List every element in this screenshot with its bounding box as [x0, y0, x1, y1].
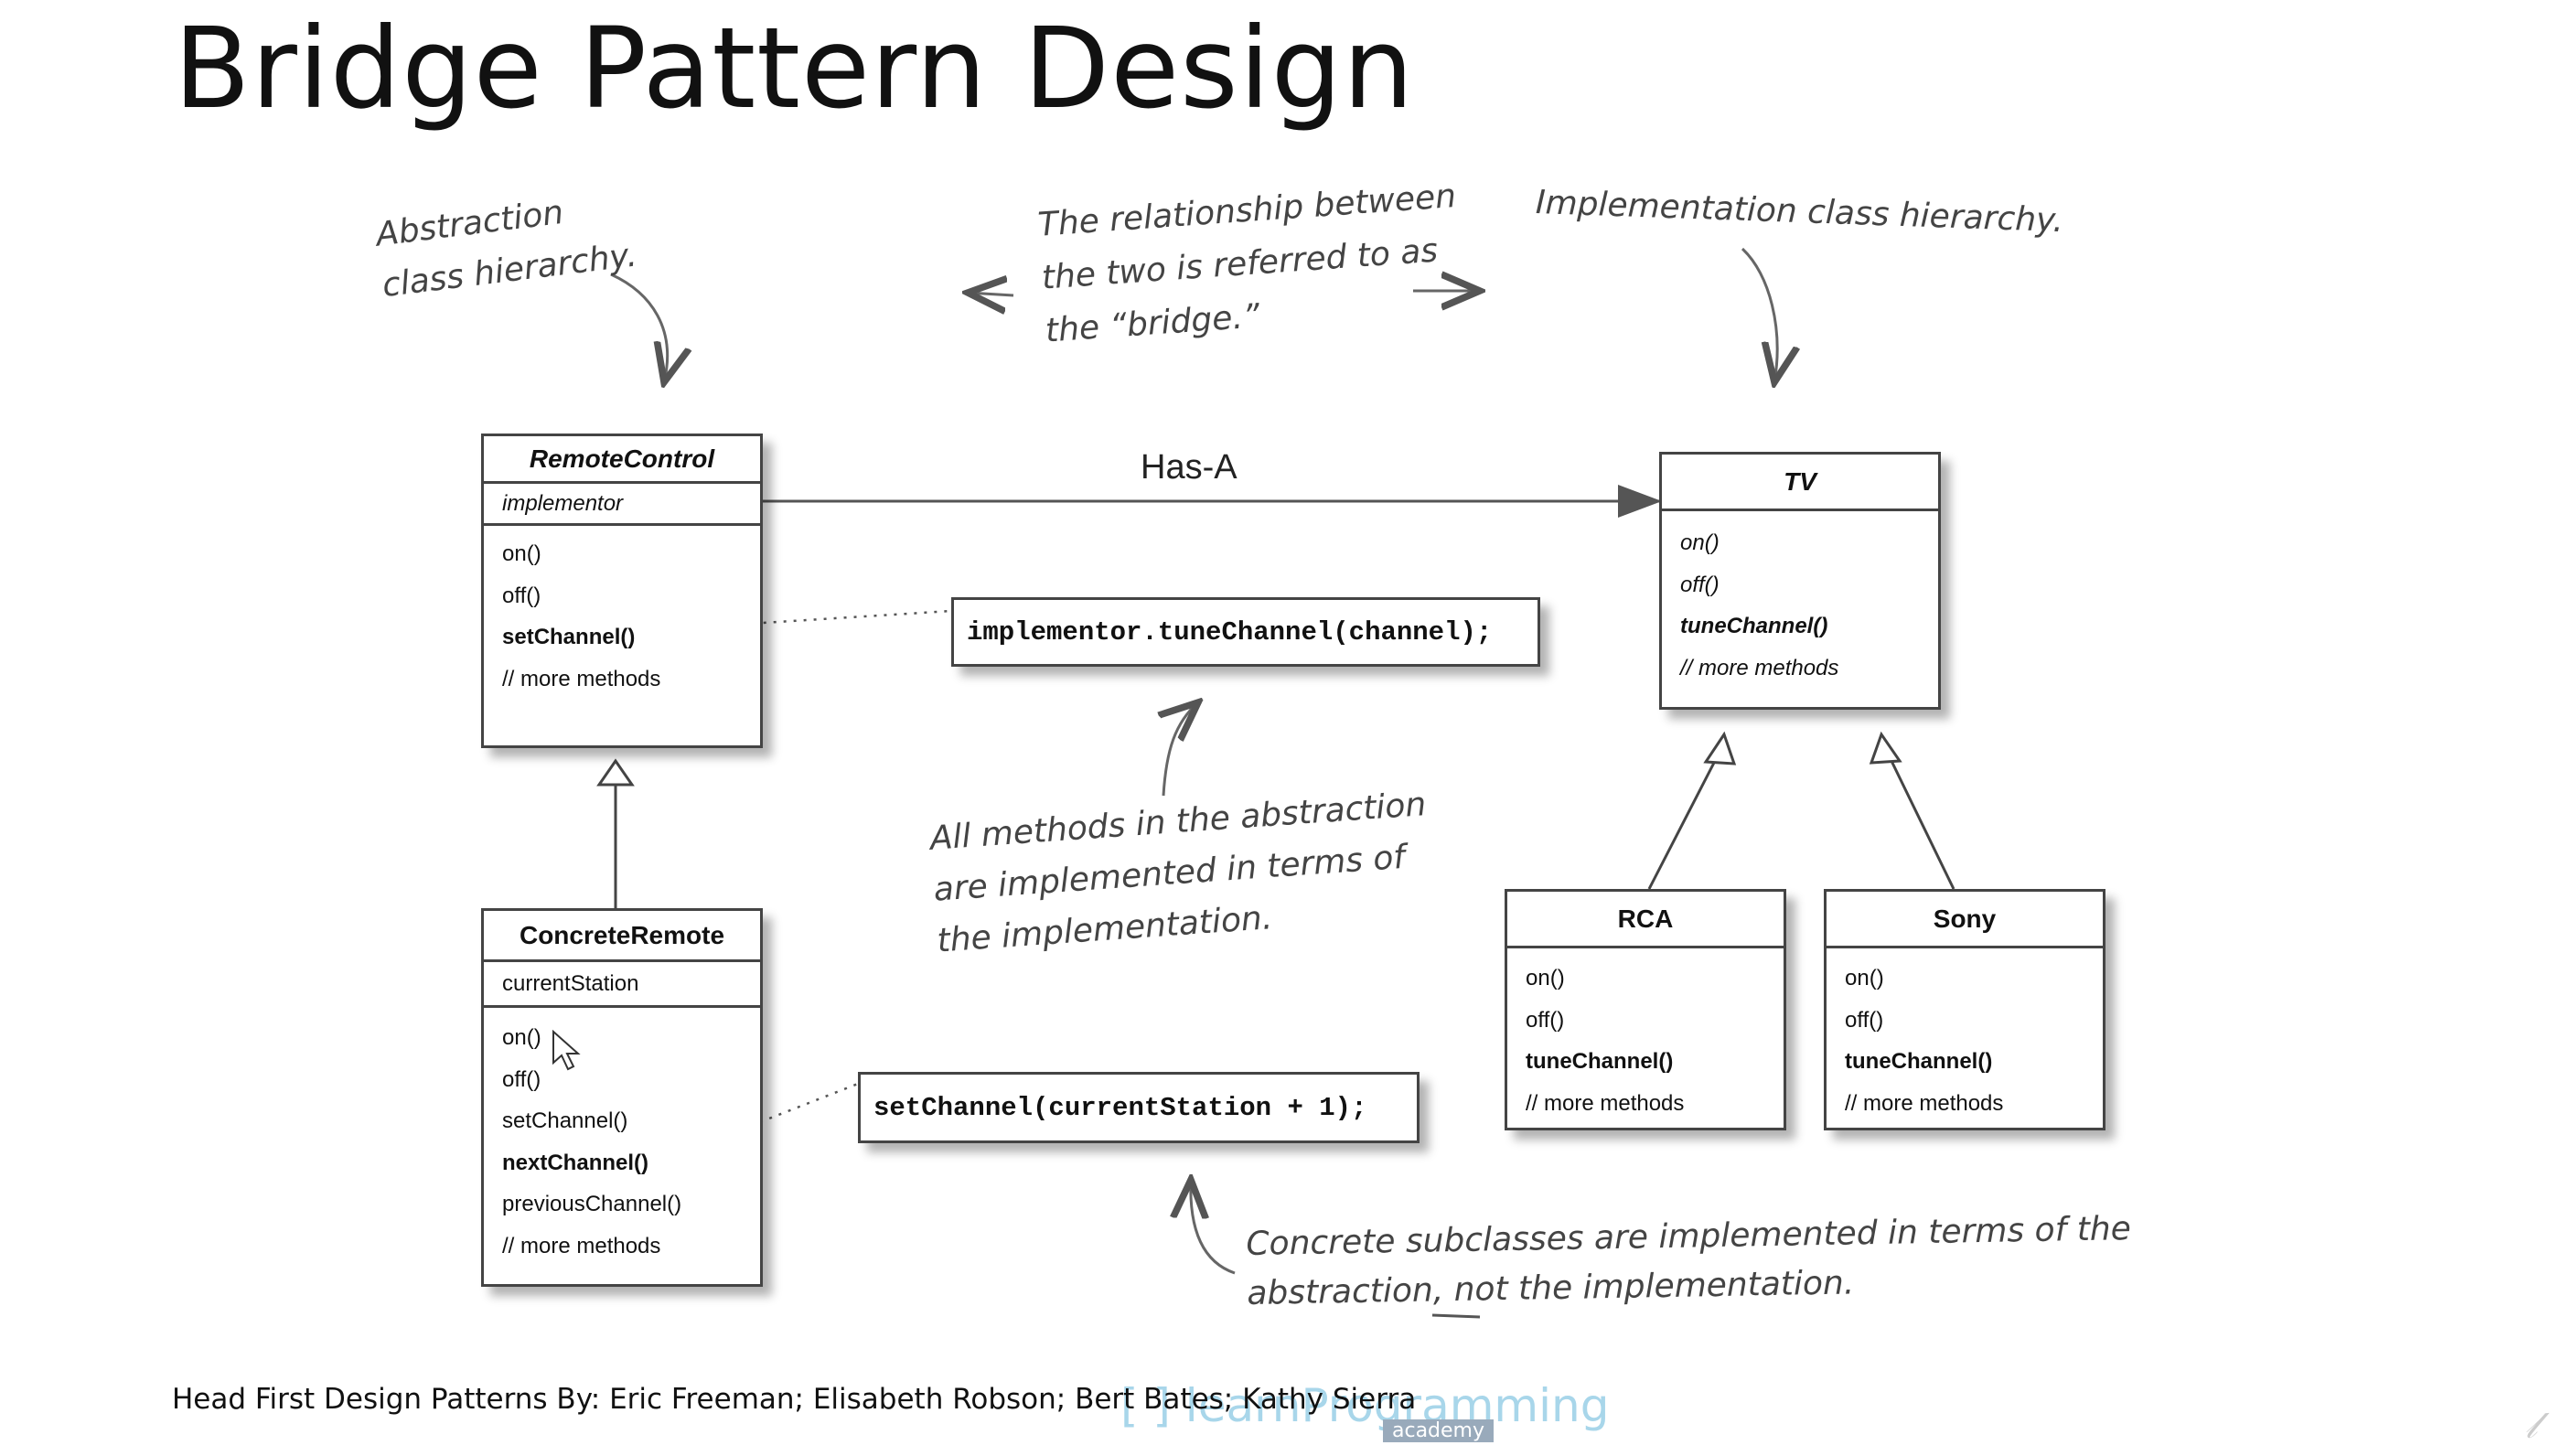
method-list: on() off() setChannel() // more methods: [484, 526, 760, 700]
method-item: on(): [1526, 966, 1565, 990]
abstraction-note-arrow: [610, 273, 668, 382]
method-item: nextChannel(): [502, 1150, 649, 1175]
inheritance-triangle-remote: [596, 758, 635, 787]
inheritance-line-sony: [1890, 760, 1955, 890]
inheritance-line-rca: [1647, 760, 1717, 890]
class-attribute: implementor: [484, 484, 760, 526]
implementation-note-arrow: [1741, 247, 1777, 382]
method-list: on() off() setChannel() nextChannel() pr…: [484, 1008, 760, 1267]
class-name: Sony: [1827, 892, 2103, 948]
inheritance-triangle-rca: [1703, 731, 1737, 765]
method-item: off(): [1526, 1007, 1565, 1033]
class-name: TV: [1662, 455, 1938, 511]
method-item: on(): [1680, 530, 1720, 555]
corner-logo-icon: 𝓁: [2524, 1406, 2537, 1446]
method-item: on(): [502, 541, 541, 566]
note-fragment: abstraction,: [1247, 1271, 1455, 1312]
note-fragment: the implementation.: [1507, 1264, 1855, 1309]
method-item: off(): [502, 583, 541, 608]
watermark-logo: [ ] learnProgramming: [1120, 1379, 1610, 1432]
method-item: setChannel(): [502, 1108, 628, 1133]
inheritance-triangle-sony: [1869, 731, 1902, 765]
class-name: ConcreteRemote: [484, 911, 760, 962]
method-item: off(): [1680, 572, 1720, 597]
set-channel-code-box: setChannel(currentStation + 1);: [858, 1072, 1420, 1143]
concrete-remote-class: ConcreteRemote currentStation on() off()…: [481, 908, 763, 1287]
implementor-code-box: implementor.tuneChannel(channel);: [951, 597, 1540, 667]
concrete-note: Concrete subclasses are implemented in t…: [1246, 1204, 2132, 1319]
class-name: RCA: [1507, 892, 1784, 948]
method-item: on(): [502, 1025, 541, 1050]
method-item: // more methods: [1680, 655, 1839, 680]
bridge-note: The relationship between the two is refe…: [1036, 170, 1465, 359]
method-item: // more methods: [1845, 1090, 2004, 1116]
method-item: previousChannel(): [502, 1192, 682, 1216]
citation-text: Head First Design Patterns By: Eric Free…: [172, 1383, 1417, 1416]
methods-note-arrow: [1163, 702, 1198, 797]
class-name: RemoteControl: [484, 436, 760, 484]
note-emphasis: not: [1453, 1270, 1508, 1310]
page-title: Bridge Pattern Design: [174, 4, 1415, 134]
method-item: on(): [1845, 966, 1884, 990]
method-item: // more methods: [1526, 1090, 1685, 1116]
concrete-note-arrow: [1191, 1180, 1236, 1275]
method-item: tuneChannel(): [1526, 1049, 1674, 1074]
method-item: off(): [502, 1066, 541, 1092]
method-item: setChannel(): [502, 625, 636, 649]
method-item: // more methods: [502, 666, 661, 691]
bridge-left-arrow: [968, 293, 1014, 295]
rca-class: RCA on() off() tuneChannel() // more met…: [1505, 889, 1786, 1130]
sony-class: Sony on() off() tuneChannel() // more me…: [1824, 889, 2105, 1130]
tv-class: TV on() off() tuneChannel() // more meth…: [1659, 452, 1941, 710]
watermark-sub: academy: [1383, 1419, 1495, 1442]
method-item: off(): [1845, 1007, 1884, 1033]
method-item: tuneChannel(): [1680, 614, 1828, 638]
has-a-label: Has-A: [1141, 448, 1238, 487]
method-list: on() off() tuneChannel() // more methods: [1827, 948, 2103, 1124]
method-item: tuneChannel(): [1845, 1049, 1993, 1074]
method-item: // more methods: [502, 1233, 661, 1258]
method-list: on() off() tuneChannel() // more methods: [1662, 511, 1938, 689]
method-list: on() off() tuneChannel() // more methods: [1507, 948, 1784, 1124]
mouse-cursor-icon: [552, 1030, 581, 1071]
remote-control-class: RemoteControl implementor on() off() set…: [481, 434, 763, 748]
not-underline: [1431, 1313, 1481, 1319]
class-attribute: currentStation: [484, 962, 760, 1008]
